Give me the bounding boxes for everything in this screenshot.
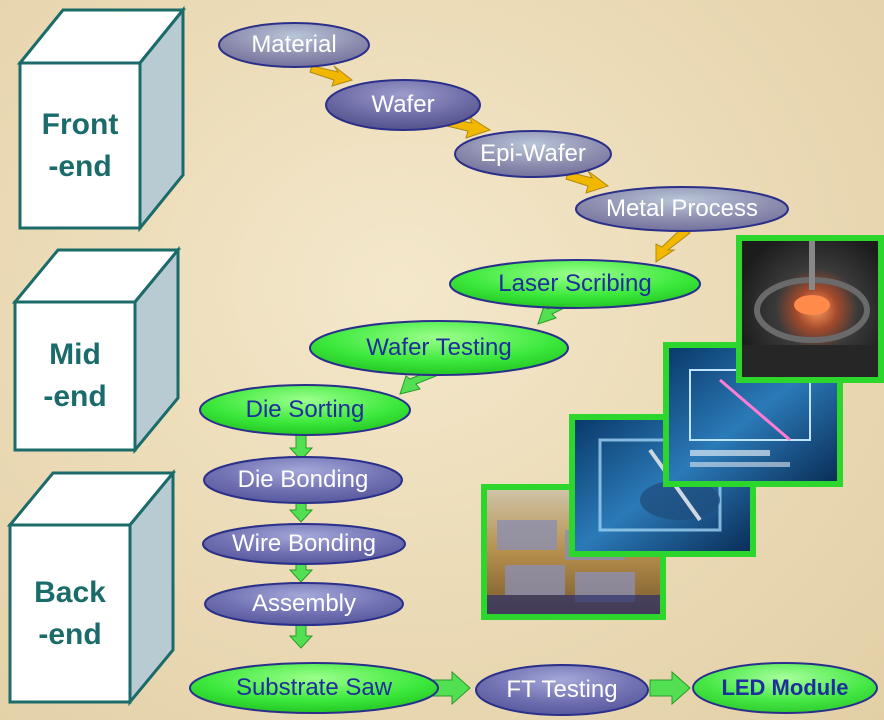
node-die-bonding bbox=[203, 456, 403, 504]
arrow-fttesting-ledmodule bbox=[649, 670, 691, 706]
node-ft-testing bbox=[475, 664, 649, 716]
probe-station-photo bbox=[736, 235, 884, 383]
node-substrate-saw bbox=[189, 662, 439, 714]
node-laser-scribing bbox=[449, 259, 701, 309]
node-led-module bbox=[692, 662, 878, 714]
arrow-metal-laser bbox=[655, 227, 691, 263]
node-wafer bbox=[325, 79, 481, 131]
node-epi-wafer bbox=[454, 130, 612, 178]
arrow-material-wafer bbox=[309, 65, 354, 87]
node-die-sorting bbox=[199, 384, 411, 436]
back-end-box bbox=[6, 468, 177, 707]
arrow-diesorting-diebonding bbox=[288, 431, 314, 461]
mid-end-box bbox=[11, 245, 182, 455]
node-material bbox=[218, 22, 370, 68]
front-end-box bbox=[16, 5, 187, 233]
node-metal-process bbox=[575, 186, 789, 232]
arrow-epiwafer-metal bbox=[565, 170, 610, 194]
node-assembly bbox=[204, 582, 404, 626]
node-wafer-testing bbox=[309, 320, 569, 376]
node-wire-bonding bbox=[202, 523, 406, 565]
